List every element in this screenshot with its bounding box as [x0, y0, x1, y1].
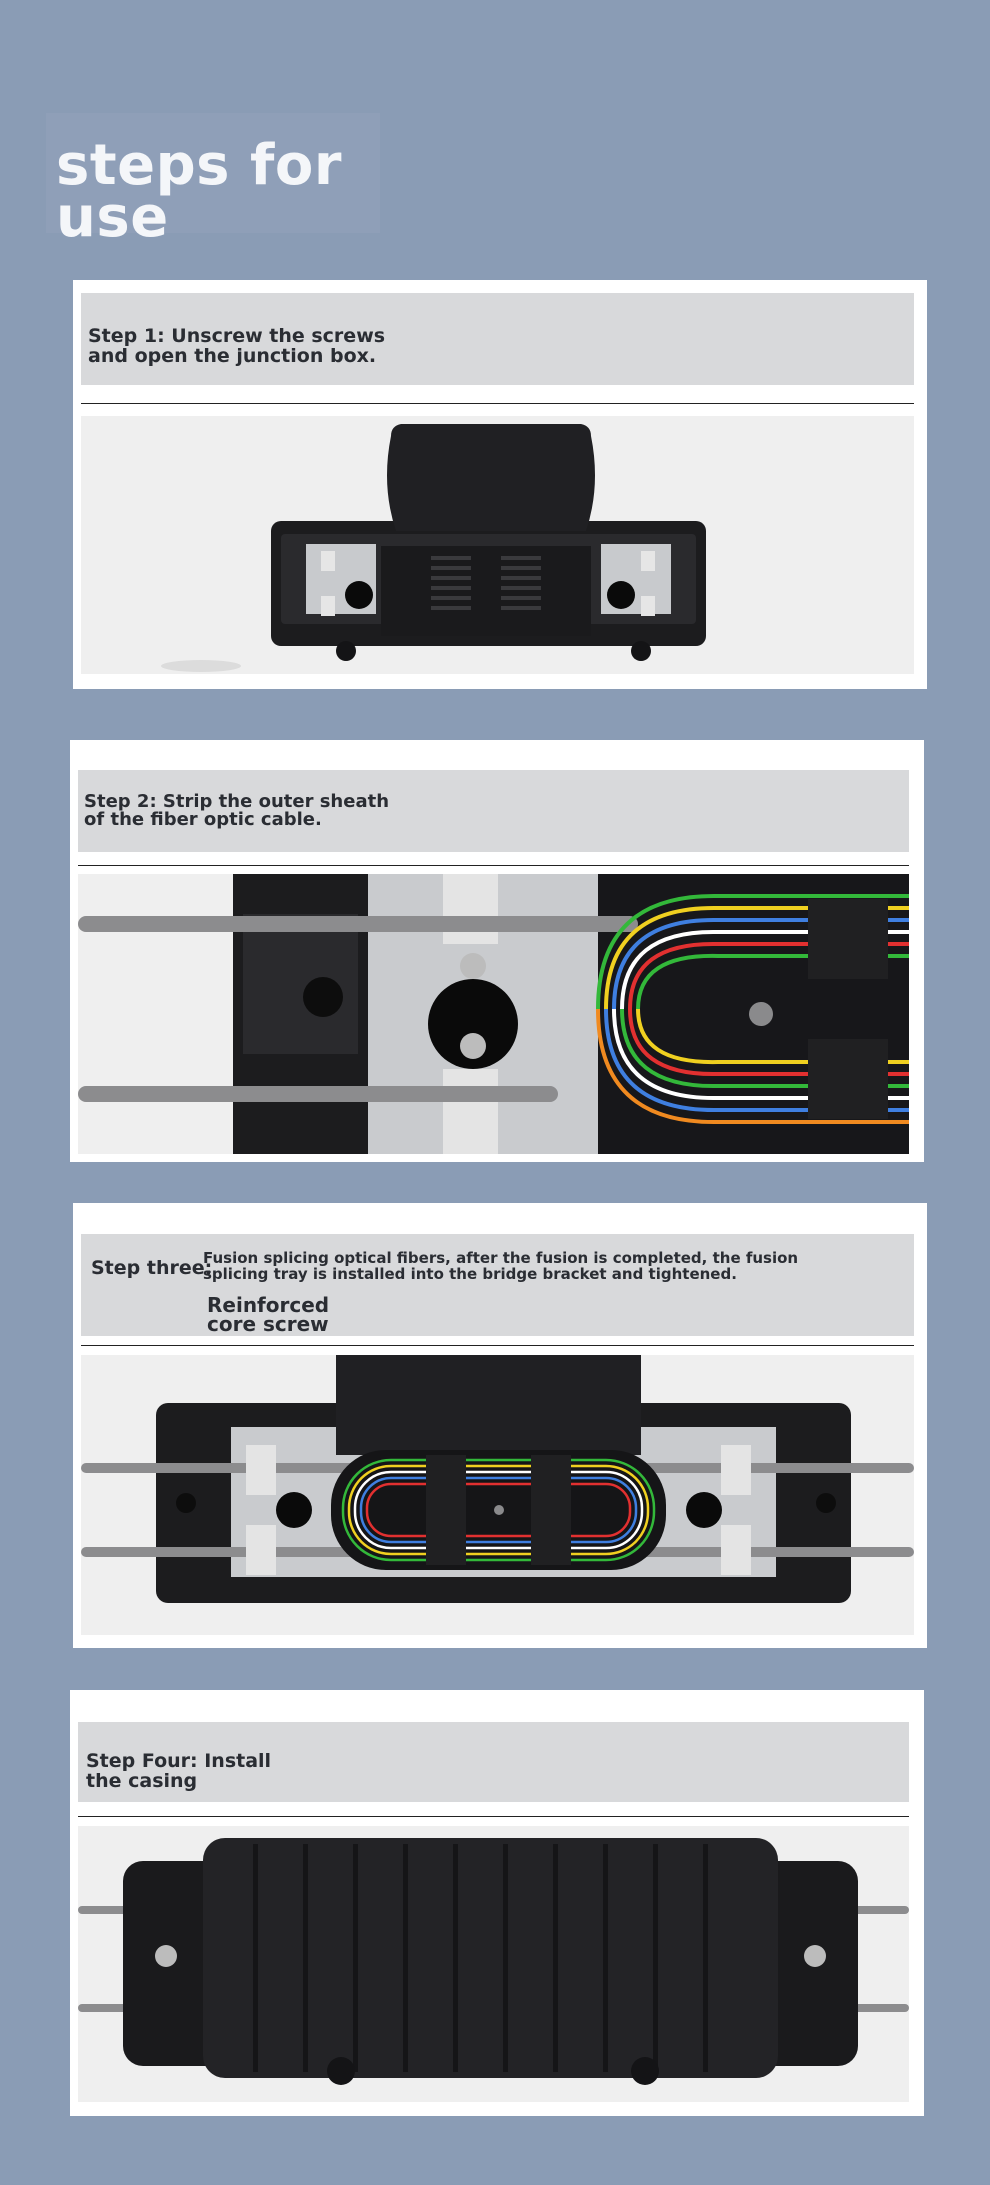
step-2-card: Step 2: Strip the outer sheath of the fi… [70, 740, 924, 1162]
step-1-label: Step 1: Unscrew the screws and open the … [88, 325, 386, 367]
step-1-divider [81, 403, 914, 404]
title-background [46, 113, 380, 233]
step-3-label: Step three: [91, 1257, 213, 1279]
step-4-card: Step Four: Install the casing [70, 1690, 924, 2116]
step-1-photo [81, 416, 914, 674]
step-4-label: Step Four: Install the casing [86, 1750, 272, 1792]
step-3-header [81, 1234, 914, 1336]
step-1-header [81, 293, 914, 385]
step-3-callout: Reinforced core screw [207, 1293, 330, 1336]
step-2-label: Step 2: Strip the outer sheath of the fi… [84, 791, 390, 830]
step-2-header [78, 770, 909, 852]
page-title: steps for use [56, 133, 342, 250]
step-2-divider [78, 865, 909, 866]
step-3-photo [81, 1355, 914, 1635]
step-4-header [78, 1722, 909, 1802]
step-4-photo [78, 1826, 909, 2102]
step-2-photo [78, 874, 909, 1154]
step-3-divider [81, 1345, 914, 1346]
step-4-divider [78, 1816, 909, 1817]
step-1-card: Step 1: Unscrew the screws and open the … [73, 280, 927, 689]
step-3-description: Fusion splicing optical fibers, after th… [203, 1249, 799, 1283]
step-3-card: Step three: Fusion splicing optical fibe… [73, 1203, 927, 1648]
